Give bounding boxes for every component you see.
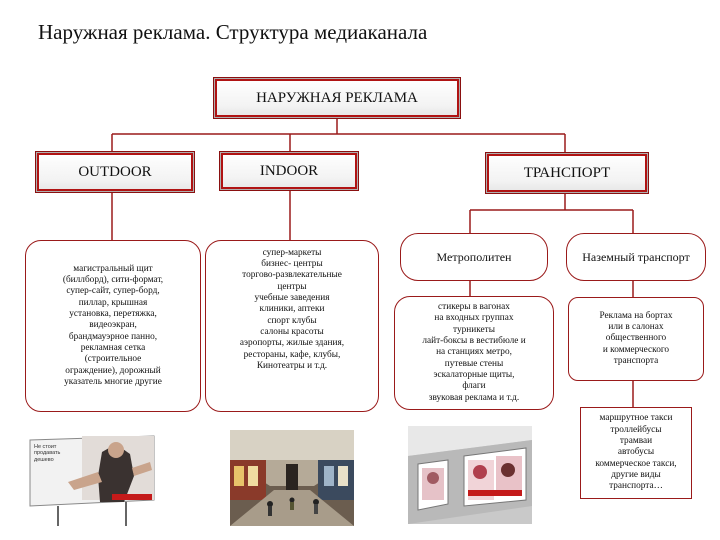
billboard-text: Не стоит — [34, 444, 57, 450]
outdoor-detail-line: супер-сайт, супер-борд, — [66, 286, 160, 297]
outdoor-label: OUTDOOR — [78, 163, 152, 180]
root-label: НАРУЖНАЯ РЕКЛАМА — [256, 89, 418, 106]
indoor-detail-line: центры — [277, 281, 307, 292]
billboard-text: дешево — [34, 456, 54, 463]
ground-detail-line: общественного — [605, 333, 667, 344]
metro-detail-line: путевые стены — [444, 358, 504, 369]
indoor-detail-line: торгово-развлекательные — [242, 270, 342, 281]
ground-transport-details: Реклама на бортах или в салонах обществе… — [568, 297, 704, 381]
metro-photo — [408, 426, 532, 524]
root-node: НАРУЖНАЯ РЕКЛАМА — [214, 78, 460, 118]
metro-label: Метрополитен — [436, 249, 512, 264]
vehicle-line: коммерческое такси, — [595, 458, 677, 469]
indoor-details: супер-маркеты бизнес- центры торгово-раз… — [205, 240, 379, 412]
indoor-detail-line: спорт клубы — [267, 315, 317, 326]
metro-node: Метрополитен — [400, 233, 548, 281]
vehicle-line: маршрутное такси — [599, 413, 673, 424]
ground-transport-node: Наземный транспорт — [566, 233, 706, 281]
outdoor-detail-line: рекламная сетка — [80, 342, 146, 353]
vehicle-line: трамваи — [619, 436, 653, 446]
outdoor-detail-line: ограждение), дорожный — [65, 365, 161, 376]
transport-node: ТРАНСПОРТ — [486, 153, 648, 193]
ground-detail-line: транспорта — [613, 355, 659, 366]
vehicle-line: транспорта… — [609, 481, 663, 492]
page-title: Наружная реклама. Структура медиаканала — [38, 20, 428, 44]
metro-detail-line: эскалаторные щиты, — [433, 369, 515, 380]
vehicle-line: троллейбусы — [610, 424, 662, 435]
indoor-node: INDOOR — [220, 152, 358, 190]
outdoor-detail-line: указатель многие другие — [64, 376, 162, 387]
metro-detail-line: на входных группах — [434, 313, 514, 324]
indoor-label: INDOOR — [259, 162, 319, 179]
billboard-text: продавать — [34, 450, 61, 457]
indoor-detail-line: бизнес- центры — [261, 259, 323, 270]
ground-transport-label: Наземный транспорт — [582, 249, 690, 264]
ground-detail-line: Реклама на бортах — [599, 310, 673, 321]
outdoor-detail-line: установка, перетяжка, — [69, 309, 157, 319]
metro-detail-line: флаги — [462, 381, 486, 392]
metro-detail-line: лайт-боксы в вестибюле и — [422, 336, 526, 346]
vehicle-line: другие виды — [611, 469, 661, 480]
metro-detail-line: на станциях метро, — [436, 347, 512, 358]
ground-detail-line: или в салонах — [608, 322, 664, 332]
indoor-detail-line: клиники, аптеки — [259, 304, 325, 315]
outdoor-detail-line: видеоэкран, — [89, 320, 137, 331]
transport-label: ТРАНСПОРТ — [523, 164, 611, 181]
outdoor-node: OUTDOOR — [36, 152, 194, 192]
outdoor-detail-line: магистральный щит — [73, 263, 153, 274]
metro-detail-line: стикеры в вагонах — [438, 302, 510, 313]
indoor-detail-line: супер-маркеты — [262, 247, 322, 258]
ground-vehicles-box: маршрутное такси троллейбусы трамваи авт… — [580, 407, 692, 499]
outdoor-details: магистральный щит (биллборд), сити-форма… — [25, 240, 201, 412]
mall-photo — [230, 430, 354, 526]
outdoor-detail-line: брандмауэрное панно, — [68, 331, 158, 342]
outdoor-detail-line: пиллар, крышная — [78, 297, 148, 308]
metro-detail-line: звуковая реклама и т.д. — [428, 392, 520, 403]
outdoor-detail-line: (строительное — [84, 354, 142, 365]
indoor-detail-line: салоны красоты — [260, 326, 324, 337]
metro-detail-line: турникеты — [453, 324, 495, 335]
indoor-detail-line: Кинотеатры и т.д. — [256, 360, 328, 371]
outdoor-detail-line: (биллборд), сити-формат, — [62, 275, 164, 286]
indoor-detail-line: аэропорты, жилые здания, — [239, 338, 345, 349]
billboard-photo: Не стоит продавать дешево — [28, 432, 156, 526]
vehicle-line: автобусы — [617, 447, 655, 458]
indoor-detail-line: учебные заведения — [254, 293, 330, 303]
metro-details: стикеры в вагонах на входных группах тур… — [394, 296, 554, 410]
indoor-detail-line: рестораны, кафе, клубы, — [243, 349, 341, 360]
ground-detail-line: и коммерческого — [602, 344, 670, 355]
